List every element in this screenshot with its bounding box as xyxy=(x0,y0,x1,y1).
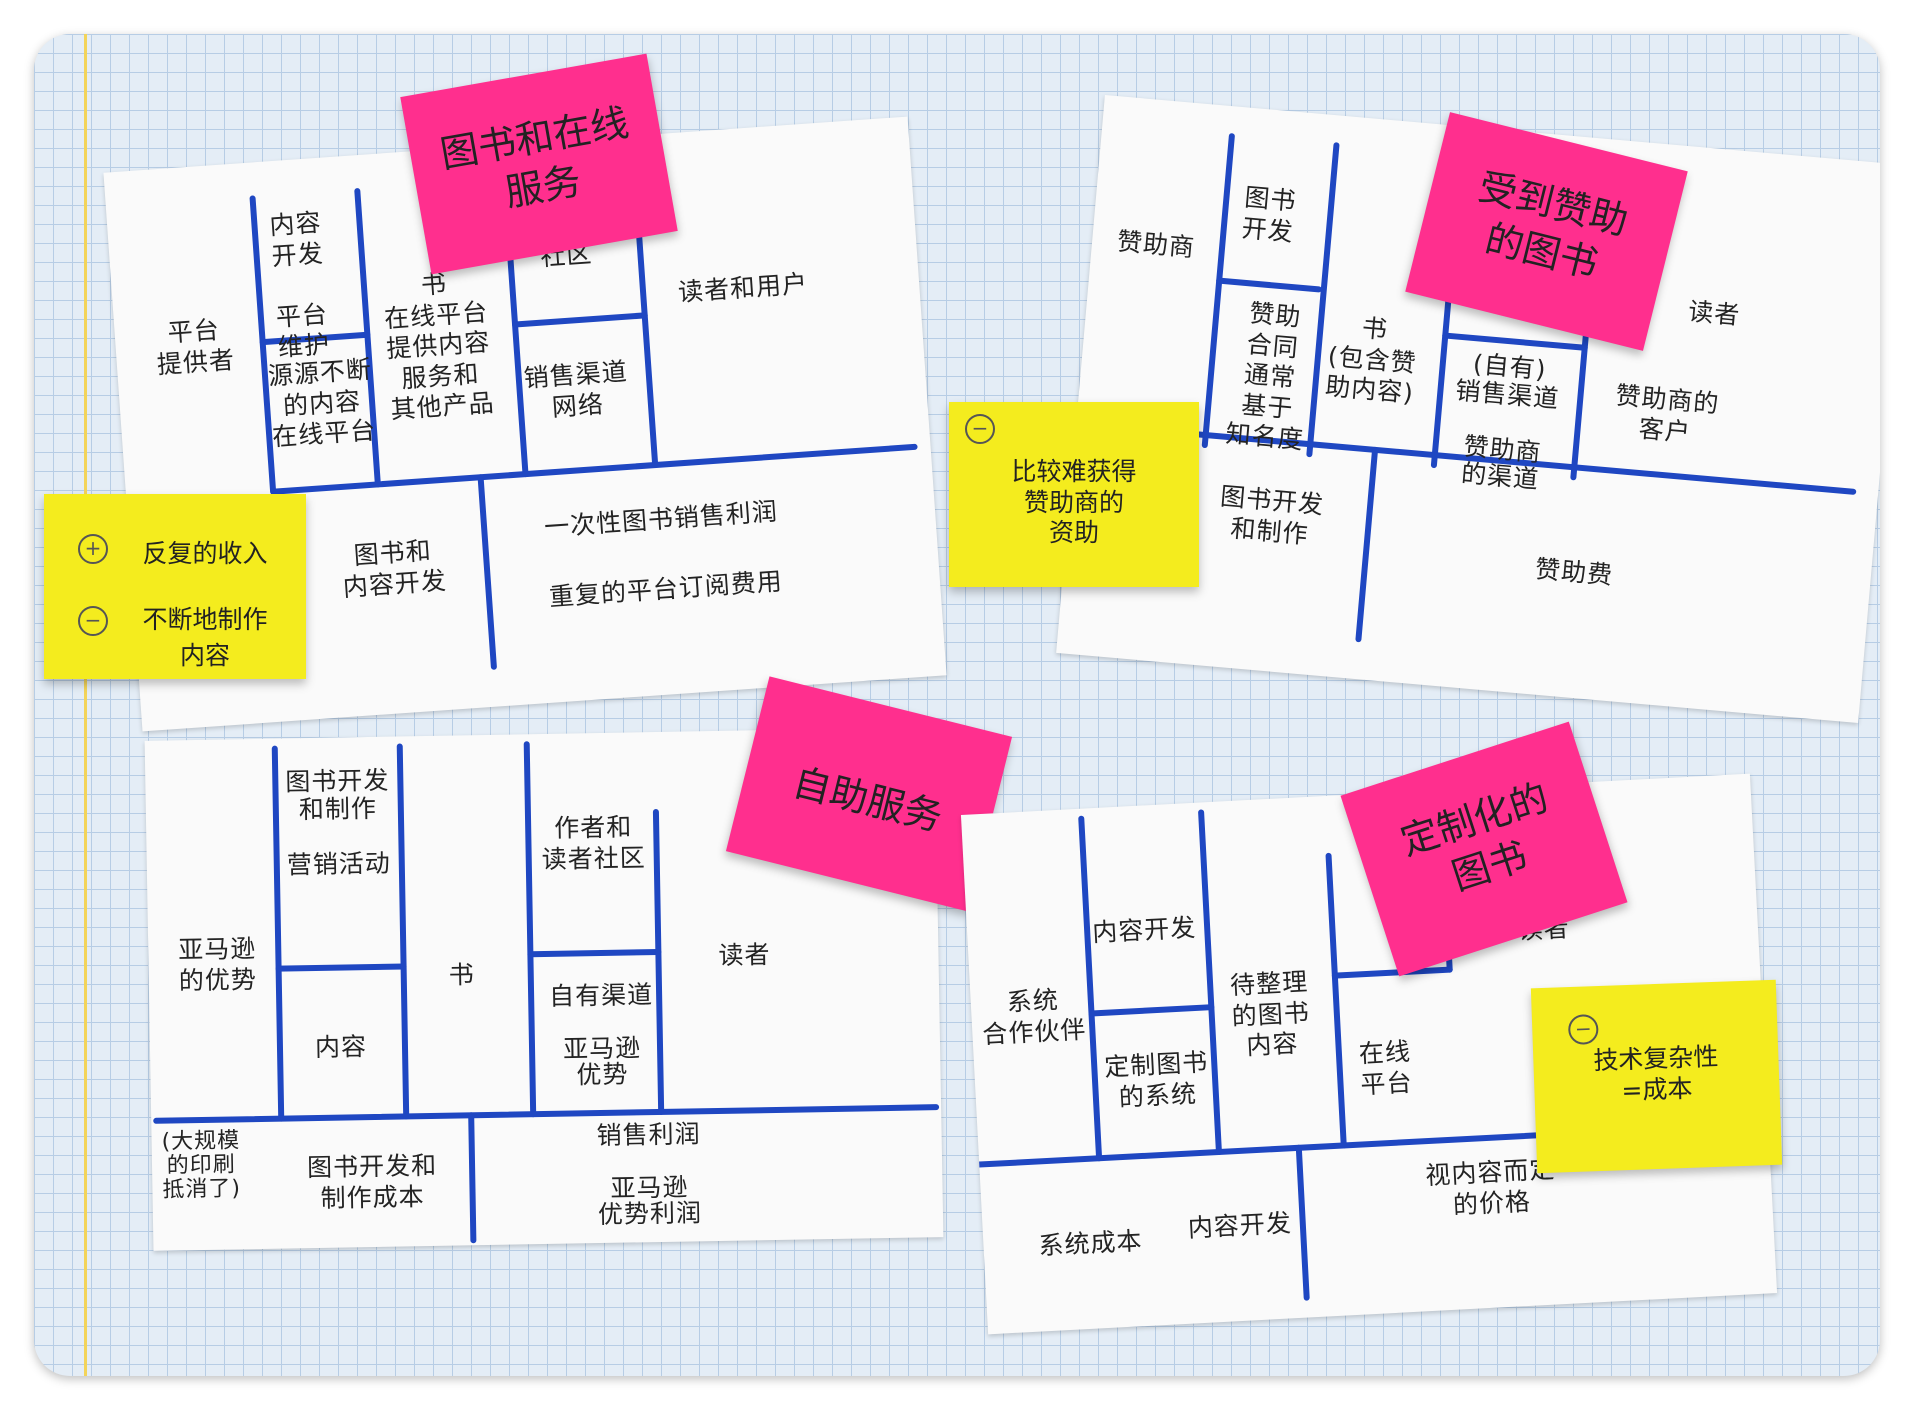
c3-customer-segments: 读者 xyxy=(718,940,771,970)
c4-cons-note: − 技术复杂性 =成本 xyxy=(1530,979,1783,1174)
canvas-3-grid-lines xyxy=(153,741,940,1244)
c4-con-text: 技术复杂性 =成本 xyxy=(1592,1041,1719,1105)
c1-key-partners: 平台 提供者 xyxy=(155,315,236,379)
c4-key-partners: 系统 合作伙伴 xyxy=(981,985,1088,1049)
c3-customer-relationships: 作者和 读者社区 xyxy=(541,812,646,874)
c2-con-text: 比较难获得 赞助商的 资助 xyxy=(1011,457,1137,547)
c1-cost-structure: 图书和 内容开发 xyxy=(341,535,448,602)
c2-channels: (自有) 销售渠道 赞助商 的渠道 xyxy=(1454,349,1561,495)
minus-icon: − xyxy=(965,414,995,444)
c3-value-proposition: 书 xyxy=(448,960,476,990)
c3-channels: 自有渠道 亚马逊 优势 xyxy=(548,980,654,1090)
c2-key-resources: 赞助 合同 通常 基于 知名度 xyxy=(1224,298,1305,455)
margin-line xyxy=(84,34,87,1376)
c3-title-text: 自助服务 xyxy=(788,760,947,840)
c3-cost-note: (大规模 的印刷 抵消了) xyxy=(161,1128,242,1204)
c2-cons-note: − 比较难获得 赞助商的 资助 xyxy=(949,402,1199,587)
c4-channels: 在线 平台 xyxy=(1358,1036,1414,1099)
c1-key-activities: 内容 开发 平台 维护 xyxy=(268,207,331,363)
minus-icon: − xyxy=(1567,1014,1599,1046)
c3-cost-structure: 图书开发和 制作成本 xyxy=(306,1150,438,1213)
canvas-2-grid-lines xyxy=(1187,133,1857,643)
plus-icon: + xyxy=(78,534,108,564)
c1-pros-cons-note: + 反复的收入 − 不断地制作 内容 xyxy=(44,494,306,679)
canvas-self-service: 亚马逊 的优势 图书开发 和制作 营销活动 内容 书 作者和 读者社区 自有渠道… xyxy=(144,727,944,1251)
c2-customer-segments-readers: 读者 xyxy=(1687,296,1742,331)
c1-value-proposition: 书 在线平台 提供内容 服务和 其他产品 xyxy=(383,269,496,425)
c4-value-proposition: 待整理 的图书 内容 xyxy=(1229,967,1311,1061)
canvas-sponsored-books: 赞助商 图书 开发 赞助 合同 通常 基于 知名度 书 (包含赞 助内容) (自… xyxy=(1056,94,1880,724)
graph-paper-background: 平台 提供者 内容 开发 平台 维护 源源不断 的内容 在线平台 书 在线平台 … xyxy=(34,34,1880,1376)
c3-revenue-streams: 销售利润 亚马逊 优势利润 xyxy=(596,1119,703,1229)
c4-title-text: 定制化的 图书 xyxy=(1395,775,1554,900)
c2-title-text: 受到赞助 的图书 xyxy=(1474,164,1633,287)
c2-customer-segments-sponsor-clients: 赞助商的 客户 xyxy=(1614,380,1721,447)
c4-cost-system: 系统成本 xyxy=(1037,1226,1144,1261)
c1-key-resources: 源源不断 的内容 在线平台 xyxy=(267,354,378,452)
c3-key-resources: 内容 xyxy=(314,1032,368,1063)
c1-con-text: 不断地制作 内容 xyxy=(142,605,268,671)
c1-title-text: 图书和在线 服务 xyxy=(437,100,632,216)
c1-pro-text: 反复的收入 xyxy=(142,539,268,568)
c4-cost-content: 内容开发 xyxy=(1187,1208,1293,1243)
c4-key-resources: 定制图书 的系统 xyxy=(1103,1047,1209,1112)
c3-key-partners: 亚马逊 的优势 xyxy=(178,934,258,995)
c2-cost-structure: 图书开发 和制作 xyxy=(1219,481,1326,549)
c1-channels: 销售渠道 网络 xyxy=(522,356,629,422)
minus-icon: − xyxy=(78,606,108,636)
c3-key-activities: 图书开发 和制作 营销活动 xyxy=(285,765,392,879)
c2-key-activities: 图书 开发 xyxy=(1240,182,1298,247)
c2-value-proposition: 书 (包含赞 助内容) xyxy=(1324,313,1418,408)
c4-key-activities: 内容开发 xyxy=(1091,912,1197,948)
